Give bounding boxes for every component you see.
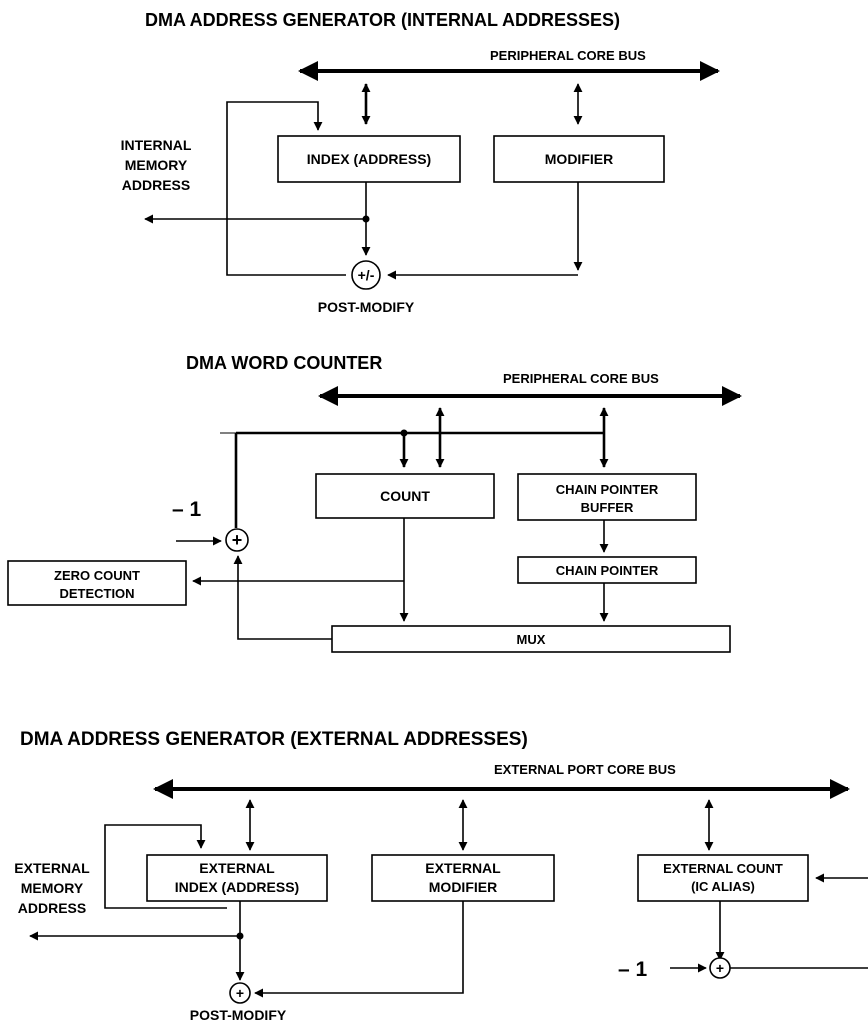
- feedback-loop-3: [104, 824, 227, 909]
- section1-title: DMA ADDRESS GENERATOR (INTERNAL ADDRESSE…: [145, 10, 620, 30]
- chain-pointer-buffer-line2: BUFFER: [581, 500, 634, 515]
- mux-box: [331, 625, 731, 653]
- chain-pointer-label: CHAIN POINTER: [556, 563, 659, 578]
- post-modify-label-3: POST-MODIFY: [190, 1007, 287, 1023]
- zero-count-detection-box: [7, 560, 187, 606]
- decrement-label-2: – 1: [172, 498, 202, 521]
- internal-memory-label-line3: ADDRESS: [122, 177, 190, 193]
- ext-modifier-box: [371, 854, 555, 902]
- zero-count-line2: DETECTION: [59, 586, 134, 601]
- modifier-label: MODIFIER: [545, 151, 613, 167]
- ext-memory-label-line1: EXTERNAL: [14, 860, 90, 876]
- ext-count-line1: EXTERNAL COUNT: [663, 861, 783, 876]
- internal-memory-label-line2: MEMORY: [125, 157, 188, 173]
- post-modify-adder-1: [351, 260, 381, 290]
- ext-index-line2: INDEX (ADDRESS): [175, 879, 299, 895]
- internal-address-generator: DMA ADDRESS GENERATOR (INTERNAL ADDRESSE…: [121, 10, 720, 315]
- word-counter-adder-symbol: +: [232, 530, 243, 550]
- index-address-label: INDEX (ADDRESS): [307, 151, 431, 167]
- adder-symbol-3: +: [236, 985, 244, 1001]
- ext-modifier-line1: EXTERNAL: [425, 860, 501, 876]
- ext-count-box: [637, 854, 809, 902]
- ext-count-line2: (IC ALIAS): [691, 879, 755, 894]
- modifier-box: [493, 135, 665, 183]
- chain-pointer-box: [517, 556, 697, 584]
- internal-memory-label-line1: INTERNAL: [121, 137, 192, 153]
- ext-modifier-line2: MODIFIER: [429, 879, 497, 895]
- chain-pointer-buffer-line1: CHAIN POINTER: [556, 482, 659, 497]
- count-box: [315, 473, 495, 519]
- post-modify-label-1: POST-MODIFY: [318, 299, 415, 315]
- word-counter-adder: [225, 528, 249, 552]
- adder-symbol-1: +/-: [358, 267, 375, 283]
- ext-memory-label-line3: ADDRESS: [18, 900, 86, 916]
- ext-memory-label-line2: MEMORY: [21, 880, 84, 896]
- bus-label-1: PERIPHERAL CORE BUS: [490, 48, 646, 63]
- index-address-box: [277, 135, 461, 183]
- count-label: COUNT: [380, 488, 430, 504]
- ext-modifier-to-adder: [254, 901, 464, 998]
- post-modify-adder-3: [229, 982, 251, 1004]
- ext-index-line1: EXTERNAL: [199, 860, 275, 876]
- zero-count-line1: ZERO COUNT: [54, 568, 140, 583]
- decrement-label-3: – 1: [618, 958, 648, 981]
- bus-label-2: PERIPHERAL CORE BUS: [503, 371, 659, 386]
- chain-pointer-buffer-box: [517, 473, 697, 521]
- section2-title: DMA WORD COUNTER: [186, 353, 382, 373]
- external-address-generator: DMA ADDRESS GENERATOR (EXTERNAL ADDRESSE…: [14, 729, 868, 1023]
- ext-index-box: [146, 854, 328, 902]
- ext-count-adder-symbol: +: [716, 960, 724, 976]
- feedback-loop-1: [226, 101, 346, 276]
- mux-label: MUX: [517, 632, 546, 647]
- section3-title: DMA ADDRESS GENERATOR (EXTERNAL ADDRESSE…: [20, 729, 528, 750]
- bus-label-3: EXTERNAL PORT CORE BUS: [494, 762, 676, 777]
- mux-to-adder: [233, 555, 332, 640]
- dma-word-counter: DMA WORD COUNTER PERIPHERAL CORE BUS COU…: [7, 353, 742, 653]
